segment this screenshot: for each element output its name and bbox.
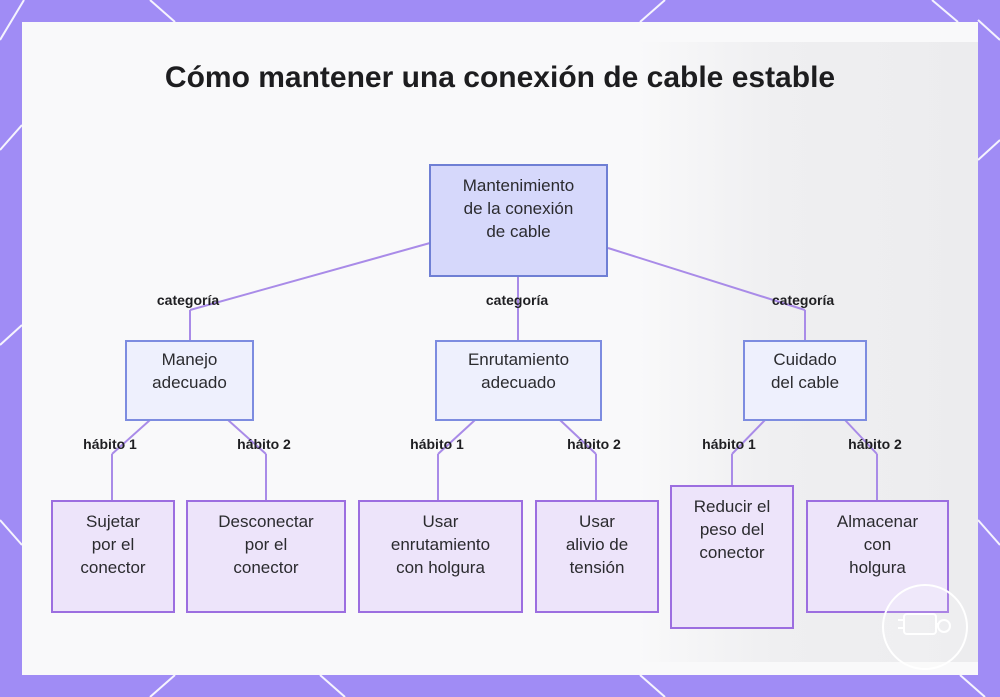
- node-category-1: Manejo adecuado: [125, 340, 254, 421]
- node-habit-3-2-label: Almacenar con holgura: [837, 510, 918, 579]
- node-habit-1-1-label: Sujetar por el conector: [80, 510, 145, 579]
- node-category-2: Enrutamiento adecuado: [435, 340, 602, 421]
- node-habit-2-1: Usar enrutamiento con holgura: [358, 500, 523, 613]
- edge-label-habit-1-2: hábito 2: [237, 436, 291, 452]
- node-category-3: Cuidado del cable: [743, 340, 867, 421]
- node-habit-1-2-label: Desconectar por el conector: [218, 510, 313, 579]
- node-root: Mantenimiento de la conexión de cable: [429, 164, 608, 277]
- node-habit-2-1-label: Usar enrutamiento con holgura: [391, 510, 490, 579]
- edge-label-habit-3-1: hábito 1: [702, 436, 756, 452]
- node-category-3-label: Cuidado del cable: [771, 348, 839, 394]
- node-root-label: Mantenimiento de la conexión de cable: [463, 174, 575, 243]
- node-category-1-label: Manejo adecuado: [152, 348, 227, 394]
- node-habit-3-1: Reducir el peso del conector: [670, 485, 794, 629]
- node-habit-2-2: Usar alivio de tensión: [535, 500, 659, 613]
- edge-label-habit-3-2: hábito 2: [848, 436, 902, 452]
- node-category-2-label: Enrutamiento adecuado: [468, 348, 569, 394]
- cable-logo-icon: [882, 584, 968, 670]
- node-habit-3-1-label: Reducir el peso del conector: [694, 495, 771, 564]
- edge-label-category-1: categoría: [157, 292, 219, 308]
- edge-label-habit-2-2: hábito 2: [567, 436, 621, 452]
- edge-label-category-3: categoría: [772, 292, 834, 308]
- node-habit-1-2: Desconectar por el conector: [186, 500, 346, 613]
- edge-label-category-2: categoría: [486, 292, 548, 308]
- edge-label-habit-1-1: hábito 1: [83, 436, 137, 452]
- node-habit-2-2-label: Usar alivio de tensión: [566, 510, 628, 579]
- node-habit-1-1: Sujetar por el conector: [51, 500, 175, 613]
- edge-label-habit-2-1: hábito 1: [410, 436, 464, 452]
- link-root-cat1: [190, 243, 430, 310]
